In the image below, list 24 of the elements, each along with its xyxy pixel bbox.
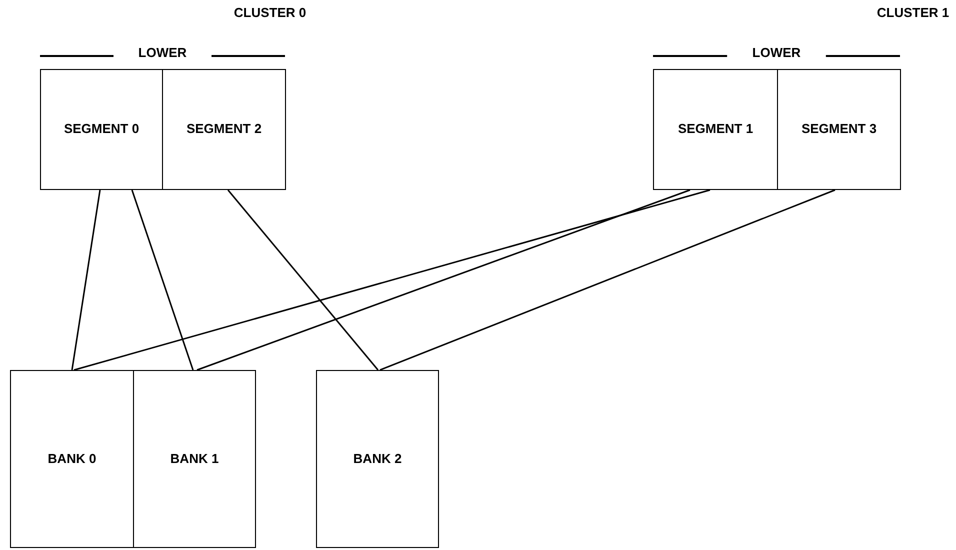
connector-line [131,190,194,370]
segment-box [777,69,901,190]
box-label: BANK 1 [170,450,219,468]
segment-box [653,69,778,190]
bank-box [10,370,134,548]
box-label: BANK 2 [353,450,402,468]
box-label: BANK 0 [48,450,96,468]
cluster-label: CLUSTER 0 [234,6,306,19]
connector-line [71,190,101,370]
bank-box [133,370,256,548]
segment-box [40,69,163,190]
cluster-label: CLUSTER 1 [876,6,950,19]
box-label: SEGMENT 3 [800,120,878,138]
box-label: SEGMENT 0 [62,120,140,138]
box-label: SEGMENT 1 [676,120,754,138]
connector-line [380,189,836,371]
connector-line [196,189,690,371]
group-label: LOWER [752,46,801,59]
connector-line [74,189,710,371]
connector-line [227,190,379,370]
group-label: LOWER [138,46,187,59]
bank-box [316,370,439,548]
box-label: SEGMENT 2 [185,120,263,138]
segment-box [162,69,286,190]
